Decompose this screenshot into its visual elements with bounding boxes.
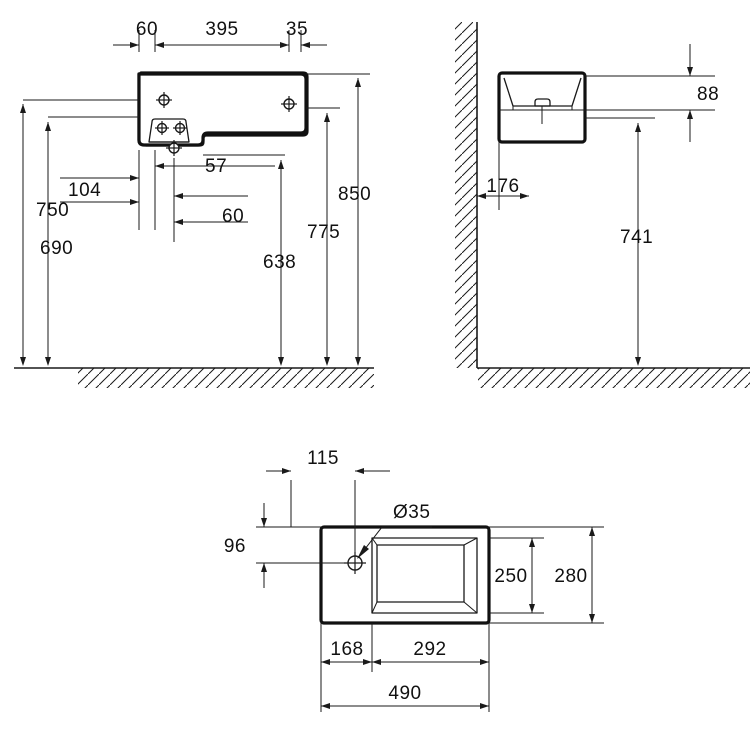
basin-front-profile (497, 71, 587, 144)
dim-775: 775 (307, 222, 340, 243)
dim-chain-bottom: 168 292 (320, 623, 490, 712)
dim-741: 741 (620, 227, 653, 248)
dim-750: 750 (20, 99, 139, 366)
dim-88: 88 (697, 84, 719, 105)
ground-line-left (14, 367, 374, 388)
dim-690: 690 (40, 116, 139, 366)
basin-bowl-plan (371, 537, 478, 614)
dim-490: 490 (321, 683, 489, 709)
dim-60-inner: 60 (174, 193, 248, 227)
fixing-hole-deck-left (155, 121, 169, 135)
dim-35-top: 35 (286, 19, 308, 40)
ground-hatch-left (78, 368, 374, 388)
dim-diameter-35: Ø35 (357, 502, 432, 559)
dim-280: 280 (489, 526, 604, 624)
dim-775: 775 (306, 107, 340, 366)
dim-176: 176 (477, 142, 529, 210)
tap-deck-detail (148, 118, 190, 143)
dim-57: 57 (155, 156, 275, 242)
fixing-hole-upper-left (156, 92, 172, 108)
dim-60-top: 60 (136, 19, 158, 40)
tap-hole-plan (344, 552, 366, 574)
dim-638: 638 (263, 252, 296, 273)
ground-hatch-right (478, 368, 750, 388)
dim-850: 850 (338, 184, 371, 205)
dim-d35-label: Ø35 (393, 502, 430, 523)
dim-490: 490 (388, 683, 421, 704)
dim-741: 741 (585, 117, 655, 366)
dim-96: 96 (224, 503, 344, 588)
dim-168: 168 (330, 639, 363, 660)
basin-outline-side (137, 72, 308, 147)
dim-750: 750 (36, 200, 69, 221)
fixing-hole-upper-right (281, 96, 297, 112)
dim-115: 115 (266, 448, 390, 552)
dim-104: 104 (68, 180, 101, 201)
front-elevation-view: 176 88 741 (455, 22, 750, 388)
dim-395-top: 395 (205, 19, 238, 40)
dim-250: 250 (489, 537, 544, 614)
dim-292: 292 (413, 639, 446, 660)
side-elevation-view: 60 395 35 750 690 (14, 19, 374, 388)
dim-57: 57 (205, 156, 227, 177)
dim-88: 88 (585, 44, 719, 142)
dim-638: 638 (203, 154, 296, 366)
wall-hatch (455, 22, 477, 368)
wall (455, 22, 478, 368)
dim-104: 104 (60, 150, 156, 230)
dim-280: 280 (554, 566, 587, 587)
dim-96: 96 (224, 536, 246, 557)
dim-850: 850 (306, 73, 371, 366)
dim-250: 250 (494, 566, 527, 587)
fixing-hole-deck-right (173, 121, 187, 135)
ground-line-right (477, 367, 750, 388)
waste-outlet-marker (166, 140, 182, 156)
dim-176: 176 (486, 176, 519, 197)
dim-60-inner: 60 (222, 206, 244, 227)
plan-view: Ø35 115 96 250 (224, 448, 604, 712)
dim-115: 115 (307, 448, 339, 469)
dim-chain-top: 60 395 35 (113, 19, 327, 52)
dim-690: 690 (40, 238, 73, 259)
